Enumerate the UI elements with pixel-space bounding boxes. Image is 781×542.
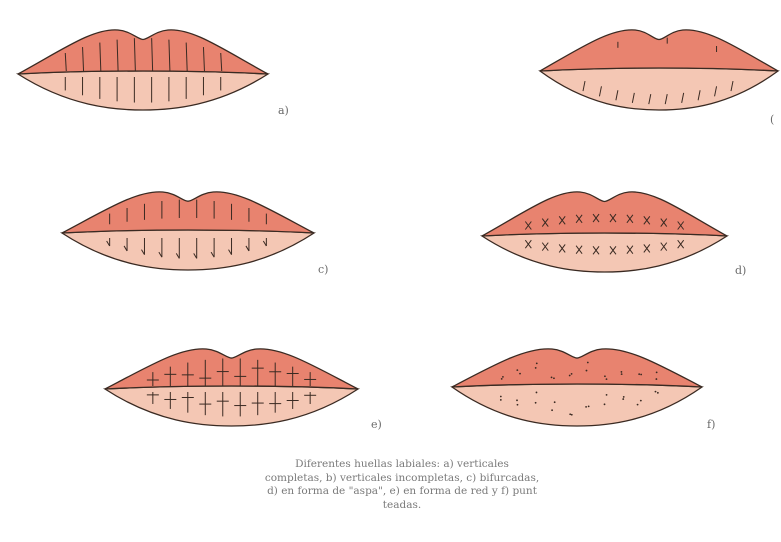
panel-label-a: a) bbox=[278, 104, 289, 117]
caption-line-3: d) en forma de "aspa", e) en forma de re… bbox=[212, 485, 592, 499]
panel-label-e: e) bbox=[371, 418, 382, 431]
lip-drawing-b bbox=[540, 30, 778, 110]
lip-drawing-f bbox=[452, 349, 702, 426]
caption-line-2: completas, b) verticales incompletas, c)… bbox=[212, 472, 592, 486]
upper-lip bbox=[482, 192, 727, 236]
panel-label-b: ( bbox=[770, 113, 774, 126]
panel-label-f: f) bbox=[707, 418, 715, 431]
lip-drawing-a bbox=[18, 30, 268, 110]
lower-lip bbox=[105, 386, 358, 426]
upper-lip bbox=[62, 192, 314, 233]
panel-label-d: d) bbox=[735, 264, 746, 277]
lower-lip bbox=[540, 68, 778, 110]
caption-line-4: teadas. bbox=[212, 499, 592, 513]
panel-label-c: c) bbox=[318, 263, 328, 276]
upper-lip bbox=[540, 30, 778, 71]
caption-line-1: Diferentes huellas labiales: a) vertical… bbox=[212, 458, 592, 472]
upper-lip bbox=[452, 349, 702, 387]
lip-drawing-e bbox=[105, 349, 358, 426]
figure-caption: Diferentes huellas labiales: a) vertical… bbox=[212, 458, 592, 512]
lower-lip bbox=[452, 384, 702, 426]
lip-drawings bbox=[18, 30, 778, 426]
lower-lip bbox=[62, 230, 314, 270]
lower-lip bbox=[482, 233, 727, 272]
upper-lip bbox=[105, 349, 358, 389]
lower-lip bbox=[18, 71, 268, 110]
upper-lip bbox=[18, 30, 268, 74]
lip-drawing-d bbox=[482, 192, 727, 272]
lip-drawing-c bbox=[62, 192, 314, 270]
